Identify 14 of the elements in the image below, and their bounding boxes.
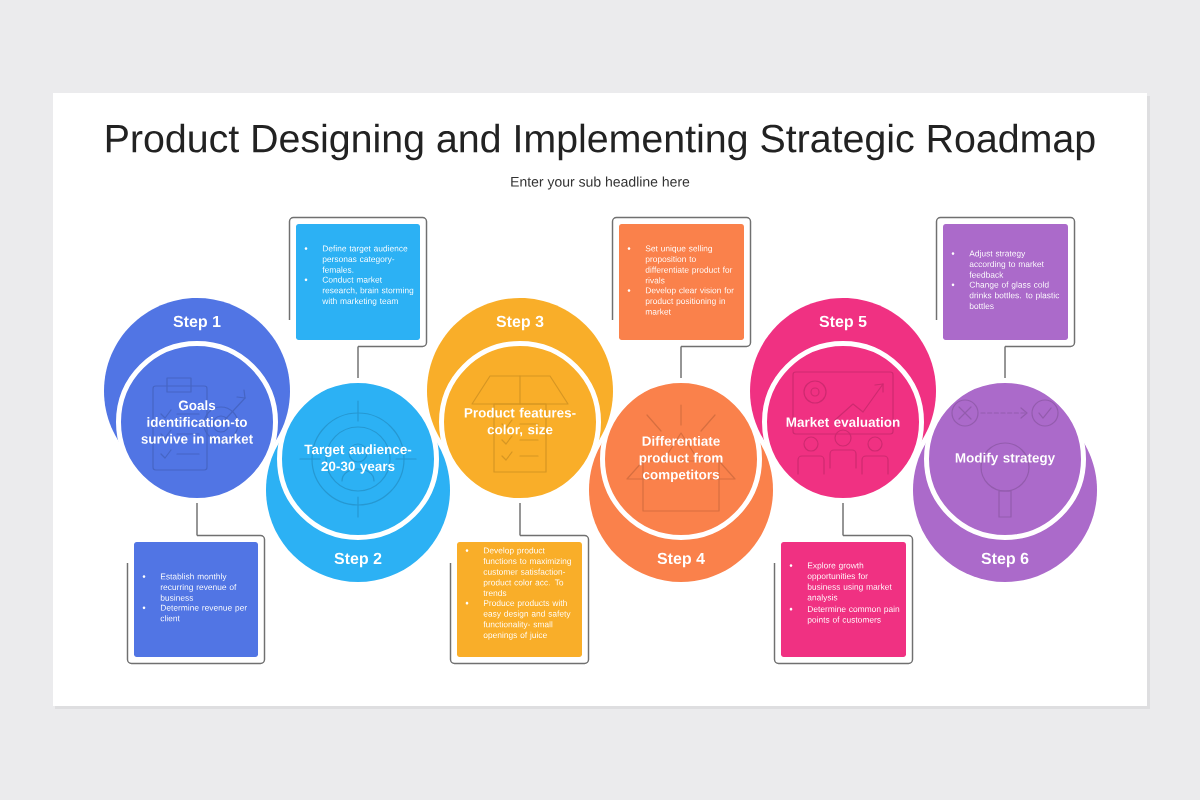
- connector-line: [519, 502, 521, 537]
- connector-line: [196, 502, 198, 537]
- node-label: Step 4: [657, 552, 705, 568]
- connector-line: [357, 345, 359, 379]
- node-label: Step 5: [819, 315, 867, 331]
- node-label: Step 1: [173, 315, 221, 331]
- node-label: Step 2: [334, 552, 382, 568]
- connector-line: [842, 502, 844, 537]
- connector-line: [1004, 345, 1006, 379]
- connector-line: [680, 345, 682, 379]
- node-label: Step 6: [981, 552, 1029, 568]
- node-label: Step 3: [496, 315, 544, 331]
- subtitle: Enter your sub headline here: [511, 176, 690, 190]
- title: Product Designing and Implementing Strategic Roadmap: [106, 123, 1095, 161]
